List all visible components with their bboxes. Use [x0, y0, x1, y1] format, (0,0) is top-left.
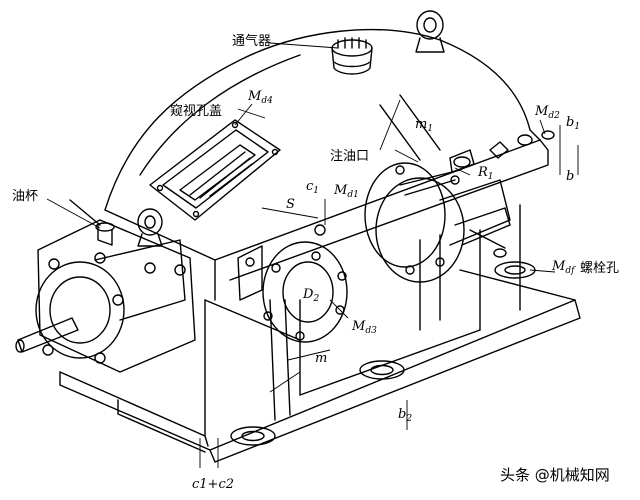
breather: [331, 37, 373, 75]
R1-symbol: R1: [477, 165, 494, 182]
oil-cup: [69, 199, 115, 246]
m-symbol: m: [315, 351, 327, 366]
anchor-bolt-hole-label: 螺栓孔: [580, 261, 619, 276]
right-bearing-end: [364, 141, 511, 283]
anchor-bolt-holes: [230, 261, 536, 446]
center-flange: [237, 224, 348, 343]
c1-symbol: c1: [306, 179, 319, 196]
leaders: [46, 42, 579, 468]
b2-symbol: b2: [398, 407, 412, 424]
Md2-symbol: Md2: [534, 104, 560, 121]
inspection-cover-label: 窥视孔盖: [170, 103, 222, 119]
b1-symbol: b1: [566, 115, 580, 132]
Md3-symbol: Md3: [351, 319, 377, 336]
D2-symbol: D2: [302, 287, 319, 304]
left-bearing-end: [15, 219, 196, 373]
oil-cup-label: 油杯: [12, 189, 38, 204]
m1-symbol: m1: [415, 117, 433, 134]
Md1-symbol: Md1: [333, 183, 359, 200]
lifting-eyes: [137, 10, 445, 247]
labels: 通气器 窥视孔盖 油杯 注油口 Md4 Md2 Md1 Md3 Mdf 螺栓孔 …: [12, 33, 619, 492]
Md4-symbol: Md4: [247, 89, 273, 106]
Mdf-symbol: Mdf: [551, 259, 576, 276]
b-symbol: b: [566, 169, 574, 184]
inspection-cover-plate: [149, 119, 281, 221]
oil-filler-label: 注油口: [330, 149, 369, 164]
cover-bolts: [453, 130, 555, 168]
c1c2-symbol: c1+c2: [192, 477, 234, 492]
S-symbol: S: [286, 197, 295, 212]
base-plate: [59, 269, 581, 463]
watermark: 头条 @机械知网: [500, 466, 610, 484]
breather-label: 通气器: [232, 33, 271, 49]
